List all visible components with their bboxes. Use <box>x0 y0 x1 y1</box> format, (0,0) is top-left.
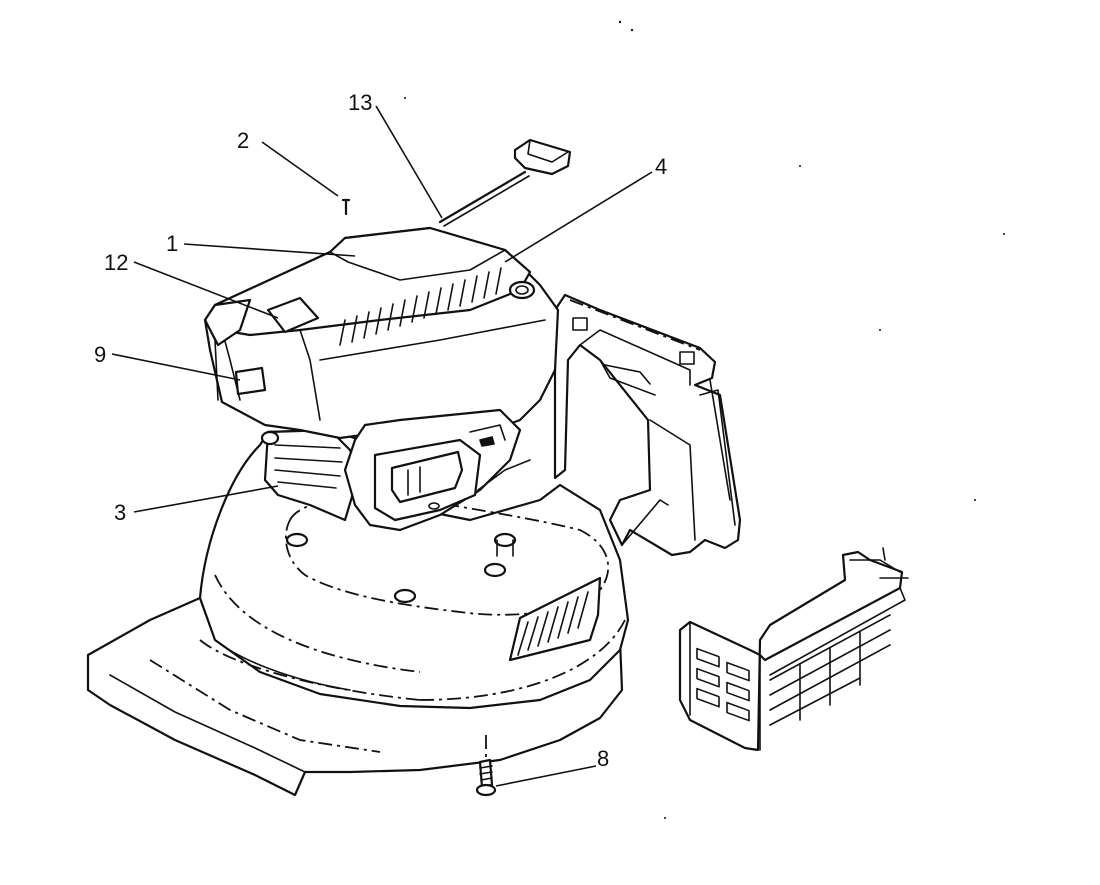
leader-12 <box>133 261 279 319</box>
callout-leaders <box>111 105 653 787</box>
leader-13 <box>375 105 443 219</box>
leader-9 <box>111 353 241 381</box>
callout-1: 1 <box>166 231 178 256</box>
leader-4 <box>504 171 653 263</box>
callout-3: 3 <box>114 500 126 525</box>
callout-4: 4 <box>655 154 667 179</box>
dipstick <box>438 138 572 227</box>
leader-3 <box>133 485 279 513</box>
leader-2 <box>261 141 339 197</box>
leader-1 <box>183 243 356 257</box>
rear-grille-guard <box>678 547 909 752</box>
decal-9 <box>234 366 267 396</box>
bolt-8 <box>475 735 497 797</box>
callout-12: 12 <box>104 250 128 275</box>
deck-vent <box>508 576 602 662</box>
callout-9: 9 <box>94 342 106 367</box>
callout-13: 13 <box>348 90 372 115</box>
callout-8: 8 <box>597 746 609 771</box>
engine-assembly <box>203 226 560 532</box>
scan-specks <box>404 20 1005 819</box>
handle-bracket-frame <box>553 293 742 557</box>
callout-labels: 2 13 4 1 12 9 3 8 <box>94 90 667 771</box>
deck-bosses <box>285 532 517 604</box>
decal-12 <box>266 296 320 334</box>
leader-8 <box>495 765 597 787</box>
screw-2 <box>341 198 351 216</box>
grille-slots <box>696 614 891 726</box>
air-filter-housing <box>343 408 531 532</box>
callout-2: 2 <box>237 128 249 153</box>
shroud-cooling-slots <box>339 267 502 346</box>
